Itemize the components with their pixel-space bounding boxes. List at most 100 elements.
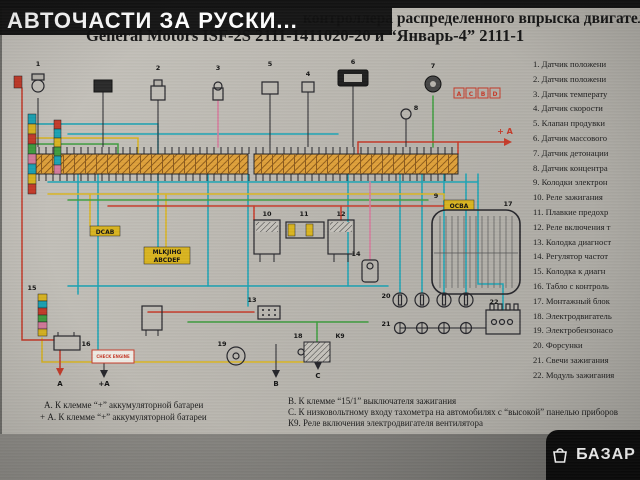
- bottom-left-cluster: [37, 293, 331, 378]
- svg-text:22: 22: [489, 298, 498, 306]
- crank-sensor-cap: [31, 73, 45, 81]
- idle-regulator: [361, 259, 379, 283]
- fan-motor-icon: [297, 341, 331, 363]
- svg-text:В: В: [273, 380, 278, 388]
- legend-list: 1. Датчик положени 2. Датчик положени 3.…: [533, 57, 614, 383]
- throttle-sensor-icon: [150, 85, 166, 101]
- note-k9: К9. Реле включения электродвигателя вент…: [288, 418, 483, 428]
- bazar-logo-text: БАЗАР: [576, 446, 636, 463]
- legend-item: 8. Датчик концентра: [533, 162, 608, 173]
- red-marker: [13, 75, 23, 89]
- svg-text:19: 19: [217, 340, 227, 348]
- svg-text:6: 6: [351, 58, 356, 66]
- svg-text:18: 18: [293, 332, 303, 340]
- ignition-module: [485, 303, 521, 335]
- ecu-connector-bar: [35, 147, 459, 181]
- crank-sensor-icon: [31, 79, 45, 93]
- bazar-logo: БАЗАР: [546, 430, 640, 480]
- svg-text:CHECK ENGINE: CHECK ENGINE: [96, 354, 130, 359]
- legend-item: 16. Табло с контроль: [533, 280, 609, 291]
- diagnostic-connector: [257, 305, 281, 320]
- mounting-block: [431, 209, 521, 295]
- ignition-coil-icon: [93, 79, 113, 93]
- note-c: С. К низковольтному входу тахометра на а…: [288, 407, 619, 417]
- legend-item: 7. Датчик детонации: [533, 147, 609, 158]
- svg-text:DCAB: DCAB: [96, 229, 115, 236]
- legend-item: 5. Клапан продувки: [533, 118, 605, 129]
- injectors-group: [392, 292, 474, 308]
- svg-text:16: 16: [81, 340, 91, 348]
- svg-text:2: 2: [156, 64, 161, 72]
- svg-text:К9: К9: [335, 333, 344, 340]
- svg-text:10: 10: [262, 210, 272, 218]
- fuel-pump-icon: [226, 346, 246, 366]
- acbd-pin-1: [453, 87, 465, 99]
- svg-text:А: А: [57, 380, 63, 388]
- svg-text:7: 7: [431, 62, 436, 70]
- svg-text:+А: +А: [98, 380, 110, 388]
- svg-text:17: 17: [503, 200, 512, 208]
- svg-text:С: С: [315, 372, 320, 380]
- legend-item: 19. Электробензонасо: [533, 325, 613, 336]
- legend-item: 12. Реле включения т: [533, 221, 611, 232]
- purge-valve-icon: [261, 81, 279, 95]
- ignition-relay: [253, 219, 281, 255]
- svg-text:С: С: [469, 91, 474, 98]
- throttle-sensor-cap: [153, 79, 163, 87]
- photo-top-edge: [0, 0, 640, 8]
- svg-text:1: 1: [36, 60, 41, 68]
- pump-relay: [327, 219, 355, 255]
- maf-sensor-window: [344, 74, 362, 82]
- svg-text:12: 12: [336, 210, 345, 218]
- temp-sensor-body: [212, 87, 224, 101]
- table-surface: [0, 434, 640, 480]
- aux-relay: [141, 305, 163, 331]
- diagram-labels: 1 2 3 4 5 6 7 8 9 10 11 12 13 14 15 16 1…: [27, 58, 513, 388]
- svg-text:11: 11: [299, 210, 309, 218]
- legend-item: 20. Форсунки: [533, 340, 583, 351]
- battery-icon: [53, 335, 81, 351]
- legend-item: 10. Реле зажигания: [533, 192, 603, 203]
- legend-item: 15. Колодка к диагн: [533, 266, 606, 277]
- legend-item: 11. Плавкие предохр: [533, 206, 609, 217]
- check-engine-lamp: [91, 349, 135, 364]
- svg-text:14: 14: [351, 250, 361, 258]
- acbd-pin-2: [465, 87, 477, 99]
- svg-text:13: 13: [247, 296, 256, 304]
- wiring-schematic: 1 2 3 4 5 6 7 8 9 10 11 12 13 14 15 16 1…: [13, 58, 521, 388]
- note-a: А. К клемме “+” аккумуляторной батареи: [44, 400, 204, 410]
- wires-group: [21, 86, 512, 370]
- note-plus-a: + А. К клемме “+” аккумуляторной батареи: [40, 412, 207, 422]
- knock-sensor-core: [430, 81, 436, 87]
- legend-item: 1. Датчик положени: [533, 59, 607, 69]
- legend-item: 17. Монтажный блок: [533, 295, 610, 306]
- svg-text:9: 9: [434, 192, 439, 200]
- legend-item: 6. Датчик массового: [533, 132, 608, 143]
- seller-watermark: АВТОЧАСТИ ЗА РУСКИ...: [0, 7, 392, 35]
- legend-item: 4. Датчик скорости: [533, 103, 603, 114]
- shopping-bag-icon: [553, 448, 568, 463]
- legend-item: 9. Колодки электрон: [533, 177, 608, 188]
- legend-item: 21. Свечи зажигания: [533, 354, 609, 365]
- acbd-pin-4: [489, 87, 501, 99]
- lambda-sensor-icon: [400, 108, 412, 120]
- speed-sensor-icon: [301, 81, 315, 93]
- svg-text:20: 20: [381, 292, 391, 300]
- svg-text:21: 21: [381, 320, 391, 328]
- svg-text:ABCDEF: ABCDEF: [154, 257, 181, 264]
- svg-text:А: А: [457, 91, 462, 98]
- note-b: В. К клемме “15/1” выключателя зажигания: [288, 396, 457, 406]
- legend-item: 3. Датчик температу: [533, 88, 608, 99]
- acbd-pin-3: [477, 87, 489, 99]
- legend-item: 13. Колодка диагност: [533, 236, 612, 247]
- relays-fuses-group: [253, 219, 379, 283]
- fuse-block: [285, 221, 325, 239]
- svg-text:4: 4: [306, 70, 311, 78]
- arrow-plus-a: [100, 370, 108, 378]
- legend-item: 2. Датчик положени: [533, 73, 607, 84]
- pin-label-boxes: [89, 199, 475, 265]
- arrow-a: [56, 368, 64, 376]
- svg-text:MLKJIHG: MLKJIHG: [153, 249, 182, 256]
- svg-text:+ А: + А: [497, 127, 513, 136]
